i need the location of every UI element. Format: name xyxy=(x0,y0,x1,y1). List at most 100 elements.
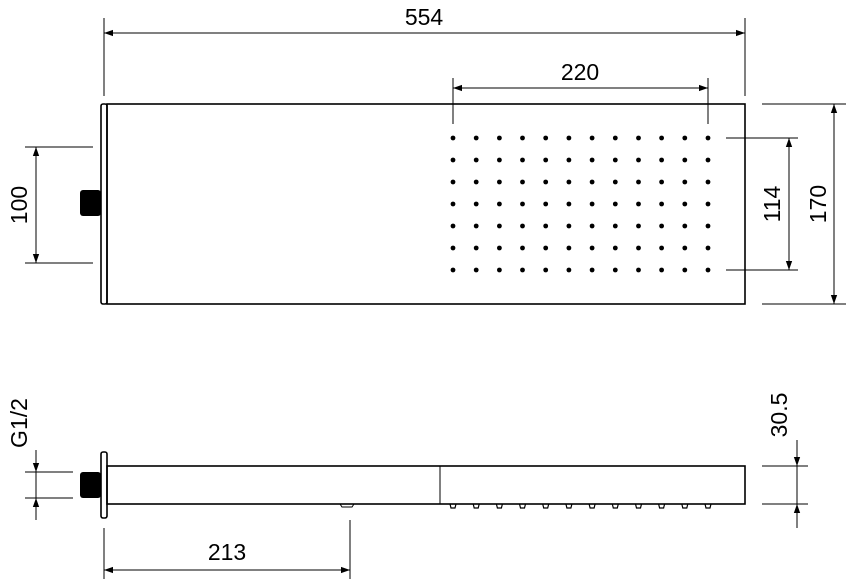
nozzle-dot xyxy=(589,157,595,163)
side-nozzle xyxy=(472,503,480,509)
side-inlet-connector xyxy=(80,472,101,498)
side-nozzle xyxy=(542,503,550,509)
dimension-flange-height: 100 xyxy=(6,146,93,264)
top-wall-flange xyxy=(100,103,108,305)
nozzle-dot xyxy=(589,179,595,185)
nozzle-dot xyxy=(520,267,525,273)
nozzle-dot xyxy=(612,201,618,207)
side-nozzle-row xyxy=(449,503,712,509)
nozzle-dot xyxy=(659,157,664,163)
nozzle-dot xyxy=(450,179,456,185)
nozzle-dot xyxy=(659,223,664,229)
nozzle-dot xyxy=(520,179,525,185)
nozzle-dot xyxy=(473,223,479,229)
nozzle-dot xyxy=(497,157,502,163)
dim-label-100: 100 xyxy=(6,186,32,224)
nozzle-dot xyxy=(612,223,618,229)
nozzle-dot xyxy=(497,179,502,185)
nozzle-dot xyxy=(705,157,711,163)
nozzle-dot xyxy=(543,223,549,229)
side-nozzle xyxy=(658,503,666,509)
nozzle-dot xyxy=(636,223,641,229)
side-nozzle xyxy=(634,503,643,509)
side-nozzle xyxy=(588,503,596,509)
nozzle-dot xyxy=(450,135,456,141)
nozzle-dot xyxy=(705,179,711,185)
nozzle-dot xyxy=(543,245,549,251)
nozzle-dot xyxy=(636,245,641,251)
nozzle-dot xyxy=(659,245,664,251)
side-nozzle xyxy=(611,503,619,509)
nozzle-dot xyxy=(566,267,572,273)
nozzle-dot xyxy=(705,245,711,251)
nozzle-dot xyxy=(497,267,502,273)
nozzle-dot xyxy=(705,135,711,141)
nozzle-dot xyxy=(636,179,641,185)
nozzle-dot xyxy=(682,135,688,141)
nozzle-dot xyxy=(450,157,456,163)
nozzle-dot xyxy=(682,245,688,251)
nozzle-dot xyxy=(682,157,688,163)
nozzle-dot xyxy=(589,267,595,273)
top-inlet-connector xyxy=(80,190,101,216)
nozzle-dot xyxy=(636,157,641,163)
nozzle-dot xyxy=(520,157,525,163)
nozzle-dot xyxy=(612,245,618,251)
nozzle-dot xyxy=(497,135,502,141)
nozzle-dot xyxy=(473,157,479,163)
side-nozzle xyxy=(704,503,712,509)
nozzle-dot xyxy=(705,201,711,207)
dimension-arm-offset: 213 xyxy=(103,520,351,579)
nozzle-dot xyxy=(612,135,618,141)
nozzle-dot xyxy=(636,267,641,273)
nozzle-dot xyxy=(450,267,456,273)
nozzle-grid xyxy=(450,135,711,273)
nozzle-dot xyxy=(682,223,688,229)
dimension-head-thickness: 30.5 xyxy=(762,393,808,528)
nozzle-dot xyxy=(543,201,549,207)
dim-label-213: 213 xyxy=(208,539,246,565)
top-head-plate xyxy=(106,103,746,305)
dim-label-114: 114 xyxy=(759,185,785,222)
dimension-overall-length: 554 xyxy=(103,4,746,96)
nozzle-dot xyxy=(497,223,502,229)
nozzle-dot xyxy=(566,223,572,229)
nozzle-dot xyxy=(589,245,595,251)
nozzle-dot xyxy=(659,201,664,207)
dimension-nozzle-field-width: 220 xyxy=(452,59,709,124)
side-view xyxy=(80,451,746,519)
side-head-body xyxy=(106,465,746,505)
side-nozzle xyxy=(495,503,503,509)
side-nozzle xyxy=(449,503,457,509)
nozzle-dot xyxy=(636,135,641,141)
nozzle-dot xyxy=(659,135,664,141)
nozzle-dot xyxy=(566,157,572,163)
nozzle-dot xyxy=(589,223,595,229)
nozzle-dot xyxy=(520,245,525,251)
nozzle-dot xyxy=(520,223,525,229)
nozzle-dot xyxy=(682,267,688,273)
nozzle-dot xyxy=(543,179,549,185)
nozzle-dot xyxy=(682,179,688,185)
nozzle-dot xyxy=(473,245,479,251)
nozzle-dot xyxy=(450,201,456,207)
nozzle-dot xyxy=(566,201,572,207)
nozzle-dot xyxy=(450,245,456,251)
nozzle-dot xyxy=(566,179,572,185)
dim-label-554: 554 xyxy=(405,4,444,30)
nozzle-dot xyxy=(682,201,688,207)
dimension-head-width: 170 xyxy=(762,103,846,305)
dimension-thread: G1/2 xyxy=(6,398,73,520)
nozzle-dot xyxy=(520,201,525,207)
side-nozzle xyxy=(518,503,527,509)
nozzle-dot xyxy=(473,179,479,185)
dim-label-g1-2: G1/2 xyxy=(6,398,32,448)
nozzle-dot xyxy=(612,179,618,185)
nozzle-dot xyxy=(497,201,502,207)
nozzle-dot xyxy=(473,201,479,207)
nozzle-dot xyxy=(543,267,549,273)
nozzle-dot xyxy=(473,135,479,141)
nozzle-dot xyxy=(659,179,664,185)
top-view xyxy=(80,103,746,305)
